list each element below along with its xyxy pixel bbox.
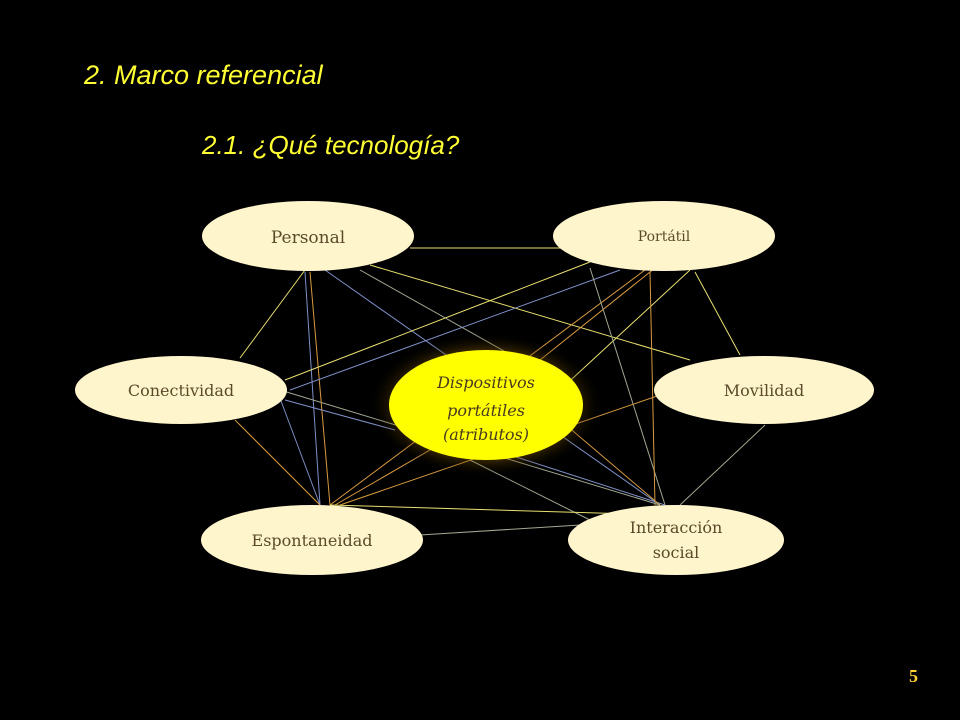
center-label-line-1: Dispositivos (436, 373, 535, 392)
node-conectividad: Conectividad (75, 356, 287, 424)
connector-line (679, 424, 766, 506)
connection-lines (234, 247, 766, 536)
slide-title: 2. Marco referencial (84, 60, 323, 90)
connector-line (239, 269, 306, 359)
connector-line (289, 269, 621, 391)
connector-line (309, 271, 331, 506)
node-interaccion-label-line-1: Interacción (630, 518, 723, 537)
connector-line (649, 271, 656, 506)
node-interaccion-social: Interacción social (568, 505, 784, 575)
connector-line (369, 264, 691, 361)
page-number: 5 (909, 666, 918, 686)
connector-line (539, 267, 656, 361)
connector-line (589, 267, 666, 506)
node-movilidad: Movilidad (654, 356, 874, 424)
connector-line (419, 524, 581, 536)
center-label-line-3: (atributos) (443, 425, 529, 444)
connector-line (274, 384, 321, 506)
node-portatil: Portátil (553, 201, 775, 271)
center-label-line-2: portátiles (447, 401, 525, 420)
connector-line (694, 271, 741, 356)
node-espontaneidad: Espontaneidad (201, 505, 423, 575)
connector-line (234, 419, 321, 506)
node-espontaneidad-label: Espontaneidad (252, 531, 373, 550)
node-personal: Personal (202, 201, 414, 271)
connector-line (284, 261, 591, 381)
node-movilidad-label: Movilidad (724, 381, 804, 400)
node-personal-label: Personal (271, 228, 345, 248)
connector-line (304, 271, 321, 506)
center-node (389, 350, 583, 460)
node-portatil-label: Portátil (638, 229, 691, 245)
node-conectividad-label: Conectividad (128, 381, 234, 400)
slide-subtitle: 2.1. ¿Qué tecnología? (202, 130, 460, 160)
node-interaccion-label-line-2: social (653, 543, 700, 562)
